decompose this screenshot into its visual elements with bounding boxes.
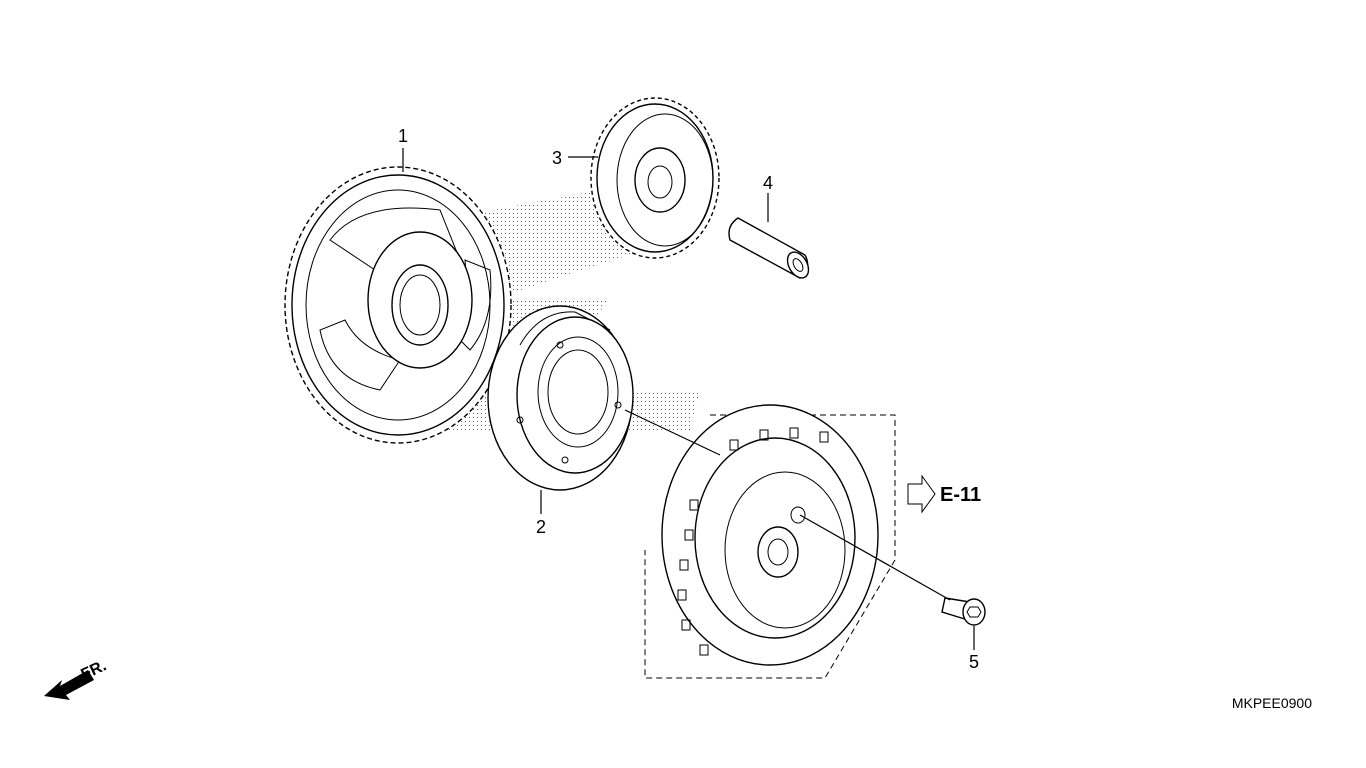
diagram-code: MKPEE0900 [1232,695,1312,711]
callout-2[interactable]: 2 [536,517,546,537]
bolt[interactable] [941,597,986,626]
idle-gear[interactable] [590,97,720,259]
driven-gear[interactable] [284,166,512,444]
reference-link[interactable]: E-11 [907,474,981,514]
front-label: FR. [79,657,110,683]
flywheel-reference [644,404,896,679]
callout-3[interactable]: 3 [552,148,562,168]
front-direction-indicator: FR. [44,657,109,700]
reference-arrow-icon [907,474,936,514]
leader-lines [402,148,975,650]
shaft[interactable] [728,217,813,282]
callout-5[interactable]: 5 [969,652,979,672]
starter-clutch[interactable] [487,305,634,491]
callout-labels: 1 2 3 4 5 [398,126,979,672]
reference-label[interactable]: E-11 [940,484,981,506]
callout-4[interactable]: 4 [763,173,773,193]
front-arrow-icon [44,670,94,700]
callout-1[interactable]: 1 [398,126,408,146]
